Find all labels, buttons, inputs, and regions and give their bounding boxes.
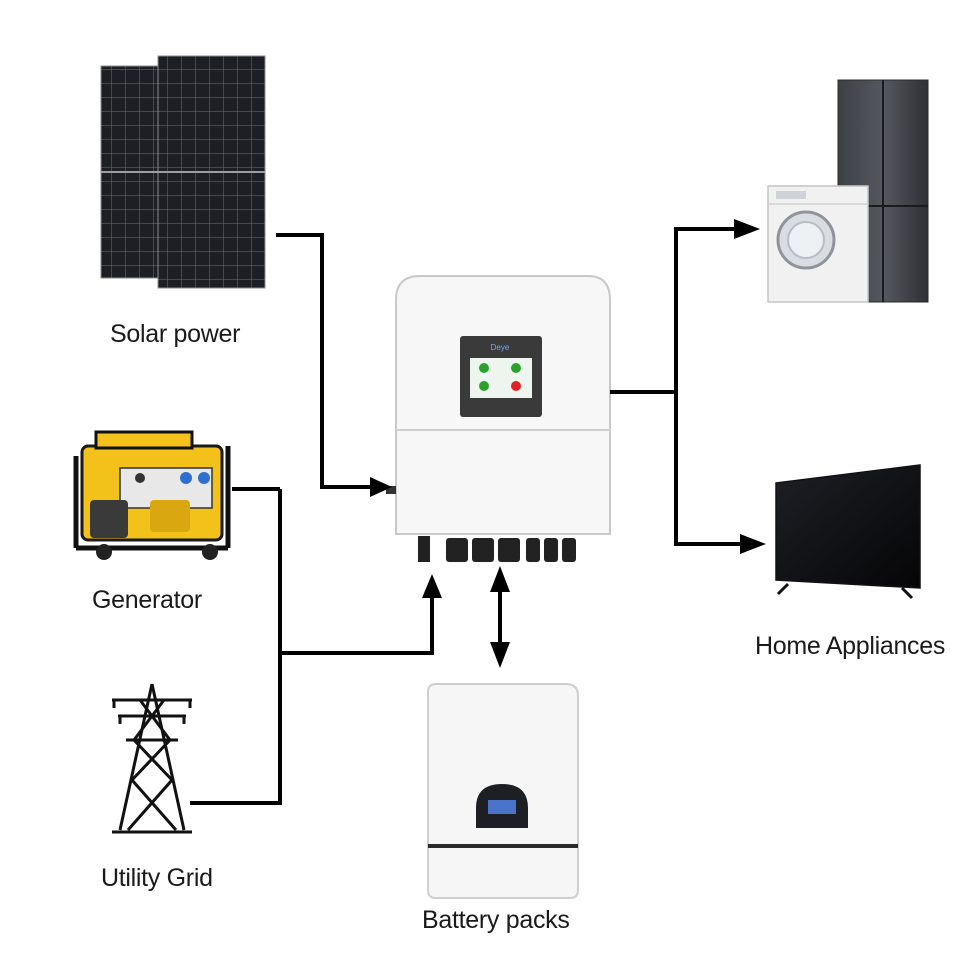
washing-machine-icon xyxy=(767,185,869,303)
solar-line xyxy=(276,233,372,489)
arrowheads xyxy=(370,219,766,668)
connection-lines xyxy=(190,227,740,805)
output-line-tv xyxy=(674,392,740,546)
arrow-up-inverter xyxy=(422,574,442,598)
output-line xyxy=(610,227,738,394)
arrow-to-inverter xyxy=(370,477,392,497)
utility-grid-label: Utility Grid xyxy=(101,864,213,892)
arrow-to-appliances xyxy=(734,219,760,239)
solar-power-label: Solar power xyxy=(110,320,241,348)
generator-label: Generator xyxy=(92,586,202,614)
television-icon xyxy=(775,464,921,600)
transmission-tower-icon xyxy=(112,683,192,834)
generator-icon xyxy=(73,430,231,560)
battery-packs-label: Battery packs xyxy=(422,906,570,934)
battery-pack-icon xyxy=(427,683,579,899)
home-appliances-label: Home Appliances xyxy=(755,632,946,660)
inverter-icon: Deye xyxy=(386,275,611,562)
arrow-battery-down xyxy=(490,642,510,668)
arrow-battery-up xyxy=(490,566,510,592)
solar-panel-icon xyxy=(100,55,266,289)
merge-line xyxy=(280,594,434,655)
inverter-brand: Deye xyxy=(491,343,510,352)
arrow-to-tv xyxy=(740,534,766,554)
grid-line xyxy=(190,489,282,805)
